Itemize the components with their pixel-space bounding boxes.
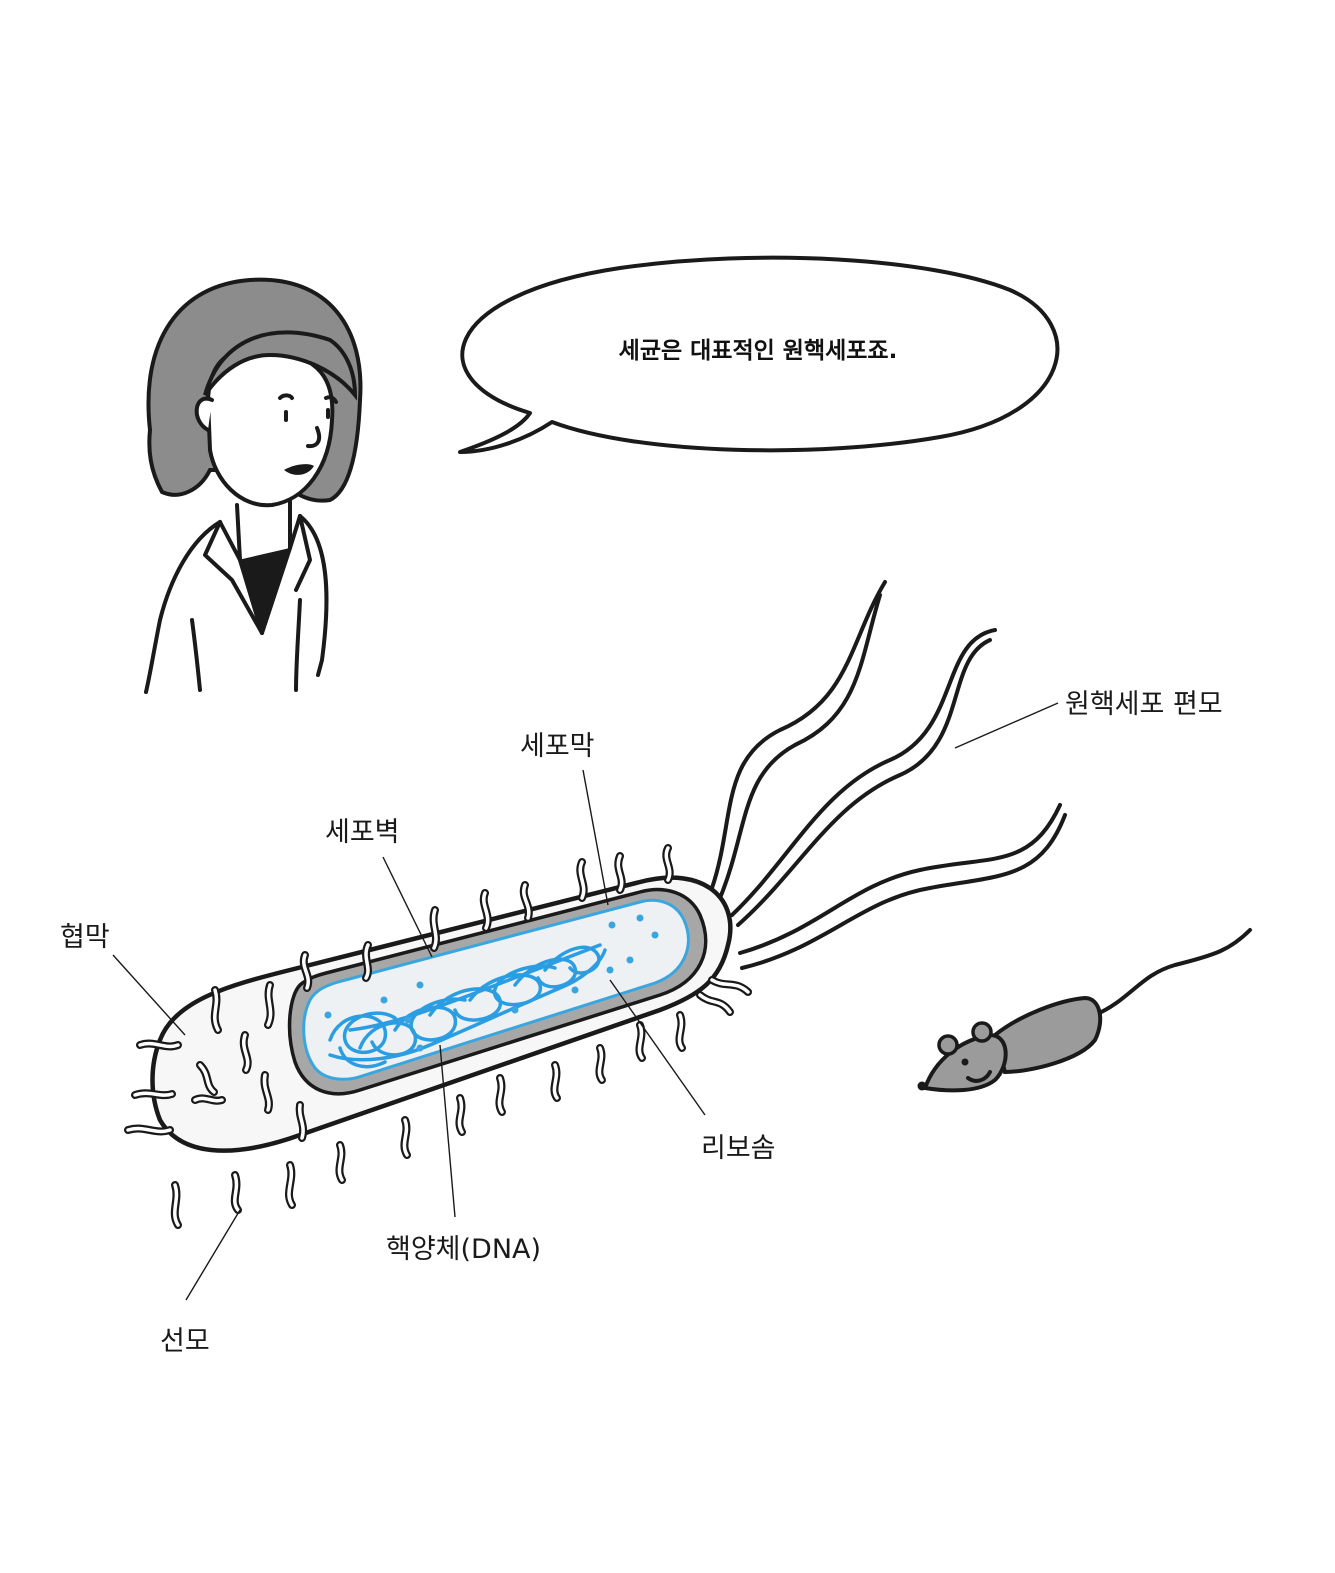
nucleoid-dna: [328, 943, 607, 1069]
flagella: [710, 580, 1067, 970]
woman-character: [144, 277, 363, 694]
leader-lines: [112, 702, 1059, 1301]
speech-text: 세균은 대표적인 원핵세포죠.: [619, 338, 898, 364]
speech-bubble: 세균은 대표적인 원핵세포죠.: [458, 255, 1060, 454]
bacterium: [124, 580, 1067, 1229]
mouse: [917, 928, 1252, 1093]
label-capsule: 협막: [60, 922, 110, 953]
label-cell-membrane: 세포막: [520, 731, 595, 762]
label-nucleoid: 핵양체(DNA): [386, 1234, 541, 1265]
label-ribosome: 리보솜: [701, 1133, 776, 1164]
label-cell-wall: 세포벽: [325, 817, 400, 848]
part-labels: 원핵세포 편모 세포막 세포벽 협막 리보솜 핵양체(DNA) 선모: [60, 689, 1223, 1357]
label-pilus: 선모: [160, 1326, 210, 1357]
label-flagellum: 원핵세포 편모: [1065, 689, 1223, 720]
ribosomes: [324, 914, 659, 1052]
